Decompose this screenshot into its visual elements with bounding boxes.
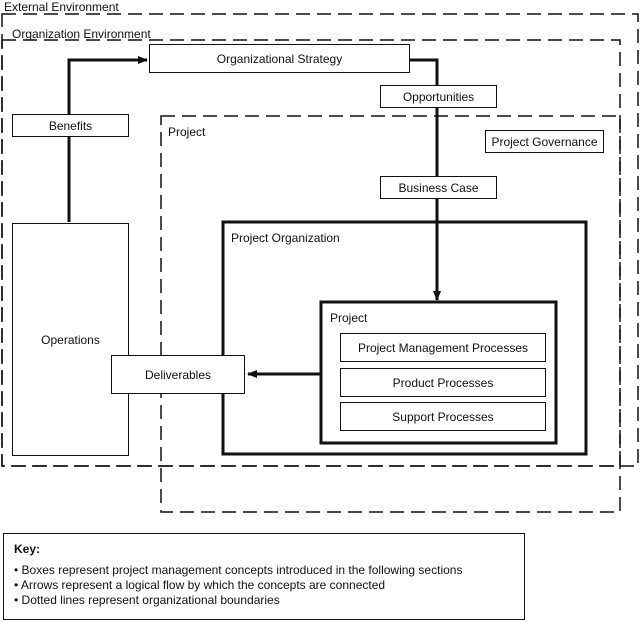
key-legend: Key: • Boxes represent project managemen… xyxy=(3,533,525,620)
operations-box: Operations xyxy=(12,223,129,456)
product-processes-box: Product Processes xyxy=(340,368,546,397)
project-label: Project xyxy=(330,311,368,325)
project-environment-boundary xyxy=(160,115,621,513)
project-organization-label: Project Organization xyxy=(231,231,340,245)
support-processes-box: Support Processes xyxy=(340,402,546,431)
opportunities-box: Opportunities xyxy=(380,85,497,108)
key-title: Key: xyxy=(14,542,41,556)
project-management-processes-box: Project Management Processes xyxy=(340,333,546,362)
deliverables-box: Deliverables xyxy=(111,355,245,394)
project-environment-label: Project xyxy=(168,125,206,139)
organization-environment-label: Organization Environment xyxy=(12,27,151,41)
key-item-arrows: • Arrows represent a logical flow by whi… xyxy=(14,578,386,592)
organizational-strategy-box: Organizational Strategy xyxy=(149,44,410,73)
key-item-boxes: • Boxes represent project management con… xyxy=(14,563,463,577)
external-environment-boundary xyxy=(1,13,639,467)
project-governance-box: Project Governance xyxy=(485,130,604,153)
benefits-box: Benefits xyxy=(12,114,129,137)
external-environment-label: External Environment xyxy=(4,0,119,14)
arrow-strategy-to-project xyxy=(410,58,441,301)
arrow-benefits-to-strategy xyxy=(67,56,148,222)
business-case-box: Business Case xyxy=(380,176,497,199)
key-item-dotted-lines: • Dotted lines represent organizational … xyxy=(14,593,280,607)
